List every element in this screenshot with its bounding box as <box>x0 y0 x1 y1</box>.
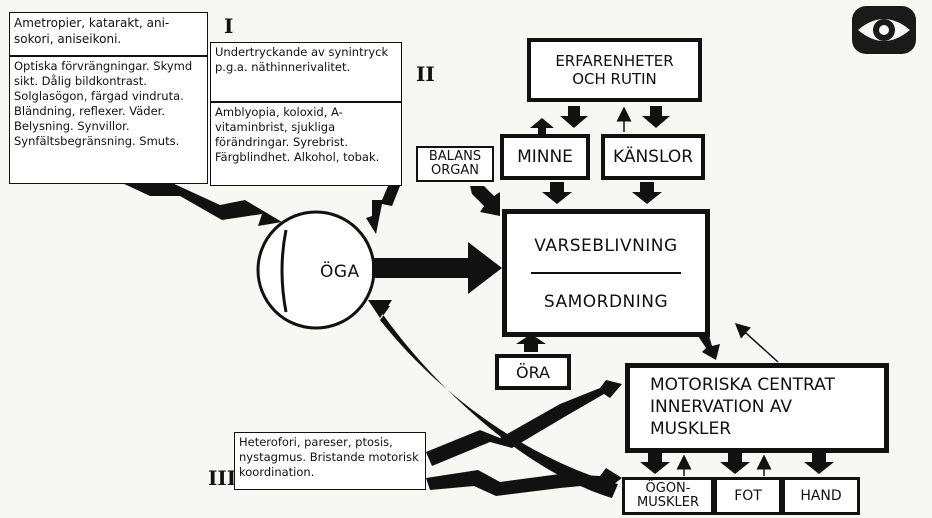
arrow-experience-to-feelings <box>642 106 670 128</box>
numeral-ii: II <box>416 62 435 86</box>
divider-line <box>531 272 681 274</box>
arrow-balance-to-perception <box>470 186 500 216</box>
group1-top-box: Ametropier, katarakt, ani-sokori, anisei… <box>9 12 208 56</box>
balance-organ-box: BALANS ORGAN <box>416 146 494 182</box>
arrow-group3-to-eye-muscles <box>426 468 622 496</box>
memory-box: MINNE <box>500 134 590 180</box>
arrow-eye-to-perception <box>372 242 502 294</box>
arrow-feelings-to-perception <box>632 182 662 204</box>
perception-box: VARSEBLIVNING SAMORDNING <box>502 209 710 337</box>
motor-box: MOTORISKA CENTRAT INNERVATION AV MUSKLER <box>625 363 889 453</box>
eye-label: ÖGA <box>320 262 360 282</box>
arrow-group2-to-eye <box>366 186 400 234</box>
feelings-box: KÄNSLOR <box>601 134 705 180</box>
arrow-motor-to-foot <box>720 452 750 474</box>
coordination-label: SAMORDNING <box>543 292 669 312</box>
arrow-experience-to-memory <box>560 106 588 128</box>
hand-box: HAND <box>782 477 860 515</box>
arrow-memory-to-perception <box>542 182 572 204</box>
numeral-iii: III <box>208 466 237 490</box>
perception-label: VARSEBLIVNING <box>534 236 678 256</box>
eye-logo-icon <box>852 6 916 54</box>
arrow-memory-to-experience <box>530 118 554 134</box>
ear-box: ÖRA <box>495 354 571 390</box>
arrow-motor-to-eye-muscles <box>640 452 670 474</box>
thin-arrow-motor-to-perception <box>734 322 779 363</box>
arrowhead-to-eye <box>368 300 392 318</box>
arrow-group1-to-eye <box>120 182 282 226</box>
arrow-perception-to-motor <box>698 332 720 360</box>
group1-bottom-box: Optiska förvrängningar. Skymd sikt. Dåli… <box>9 56 208 184</box>
experience-box: ERFARENHETER OCH RUTIN <box>527 38 702 102</box>
arrow-group3-to-motor <box>426 380 622 466</box>
numeral-i: I <box>224 14 234 38</box>
arrow-motor-to-hand <box>804 452 834 474</box>
group3-box: Heterofori, pareser, ptosis, nystagmus. … <box>234 432 426 490</box>
arrow-ear-to-perception <box>516 334 546 352</box>
eye-muscles-box: ÖGON-MUSKLER <box>622 477 714 515</box>
group2-bottom-box: Amblyopia, koloxid, A-vitaminbrist, sjuk… <box>210 102 402 186</box>
group2-top-box: Undertryckande av synintryck p.g.a. näth… <box>210 42 402 102</box>
foot-box: FOT <box>714 477 782 515</box>
